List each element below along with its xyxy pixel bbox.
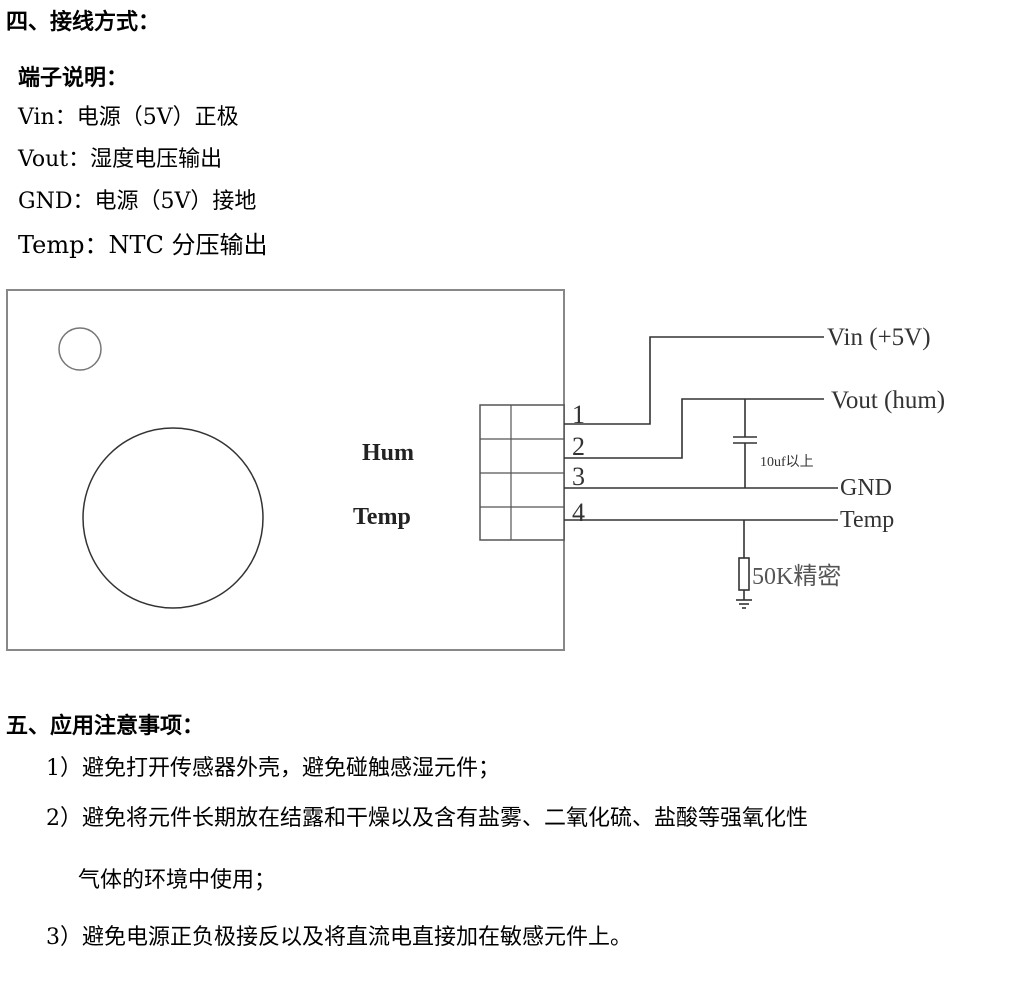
terminal-temp: Temp：NTC 分压输出 xyxy=(18,231,268,259)
section-4-heading: 四、接线方式： xyxy=(6,9,161,35)
signal-temp-label: Temp xyxy=(840,507,894,533)
pin-2-number: 2 xyxy=(572,432,585,461)
terminal-gnd: GND：电源（5V）接地 xyxy=(18,189,257,214)
signal-gnd-label: GND xyxy=(840,475,892,501)
signal-vin-label: Vin (+5V) xyxy=(827,324,931,351)
signal-vout-label: Vout (hum) xyxy=(831,387,945,414)
resistor-body xyxy=(738,557,750,591)
pin-1-number: 1 xyxy=(572,400,585,429)
resistor-label: 50K精密 xyxy=(752,563,841,590)
note-1: 1）避免打开传感器外壳，避免碰触感湿元件； xyxy=(46,756,500,781)
mounting-hole xyxy=(58,327,102,371)
wire-vin xyxy=(564,336,824,425)
note-2: 2）避免将元件长期放在结露和干燥以及含有盐雾、二氧化硫、盐酸等强氧化性 xyxy=(46,806,808,831)
terminal-heading: 端子说明： xyxy=(18,65,129,91)
sensor-element xyxy=(82,427,264,609)
note-2-continued: 气体的环境中使用； xyxy=(78,868,277,893)
note-3: 3）避免电源正负极接反以及将直流电直接加在敏感元件上。 xyxy=(46,925,632,950)
terminal-vin: Vin：电源（5V）正极 xyxy=(18,105,239,130)
capacitor-label: 10uf以上 xyxy=(760,454,814,470)
terminal-vout: Vout：湿度电压输出 xyxy=(18,147,223,172)
pin-3-number: 3 xyxy=(572,462,585,491)
wire-vout xyxy=(564,398,824,459)
board-label-hum: Hum xyxy=(362,440,414,466)
section-5-heading: 五、应用注意事项： xyxy=(6,713,205,739)
pin-4-number: 4 xyxy=(572,498,585,527)
board-label-temp: Temp xyxy=(353,504,411,530)
